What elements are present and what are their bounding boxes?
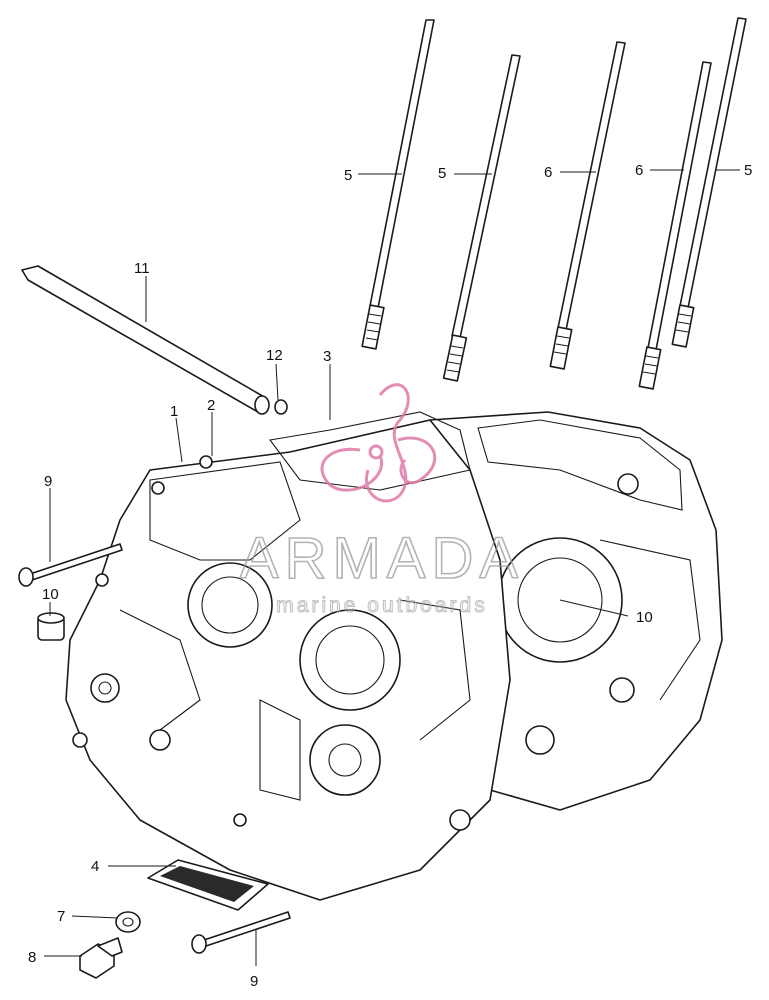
callout-5-middle: 5 [438, 165, 446, 182]
callout-1: 1 [170, 403, 178, 420]
flange-bolt-upper [18, 543, 123, 587]
dowel-pin [37, 612, 65, 641]
tube-clip [274, 399, 288, 415]
stud-bolt-6-right [638, 61, 712, 390]
callout-9-upper: 9 [44, 473, 52, 490]
breather-tube [21, 265, 270, 415]
callout-3: 3 [323, 348, 331, 365]
leader-lines [44, 169, 740, 966]
watermark-text: ARMADA marine outboards [239, 525, 524, 617]
callout-4: 4 [91, 858, 99, 875]
stud-bolt-5-middle [442, 54, 521, 382]
flange-bolt-lower [191, 911, 291, 954]
callout-2: 2 [207, 397, 215, 414]
callout-8: 8 [28, 949, 36, 966]
stud-bolt-5-right [671, 17, 747, 348]
callout-6-middle: 6 [544, 164, 552, 181]
callout-5-left: 5 [344, 167, 352, 184]
callout-7: 7 [57, 908, 65, 925]
watermark-tagline: marine outboards [276, 594, 487, 617]
callout-labels: 5 5 6 6 5 11 12 3 1 2 9 10 10 4 7 8 9 [28, 162, 752, 990]
callout-11: 11 [134, 260, 150, 277]
sealing-washer [115, 911, 141, 933]
watermark-brand: ARMADA [240, 526, 524, 591]
callout-10-left: 10 [42, 586, 59, 603]
callout-6-right: 6 [635, 162, 643, 179]
armada-logo-mark [320, 383, 437, 503]
callout-10-right: 10 [636, 609, 653, 626]
crankcase-left-half [65, 411, 511, 901]
callout-12: 12 [266, 347, 283, 364]
callout-5-right: 5 [744, 162, 752, 179]
callout-9-lower: 9 [250, 973, 258, 990]
stud-bolt-5-left [361, 19, 435, 350]
stud-bolt-6-middle [549, 41, 626, 370]
drain-plug-bolt [79, 937, 123, 979]
